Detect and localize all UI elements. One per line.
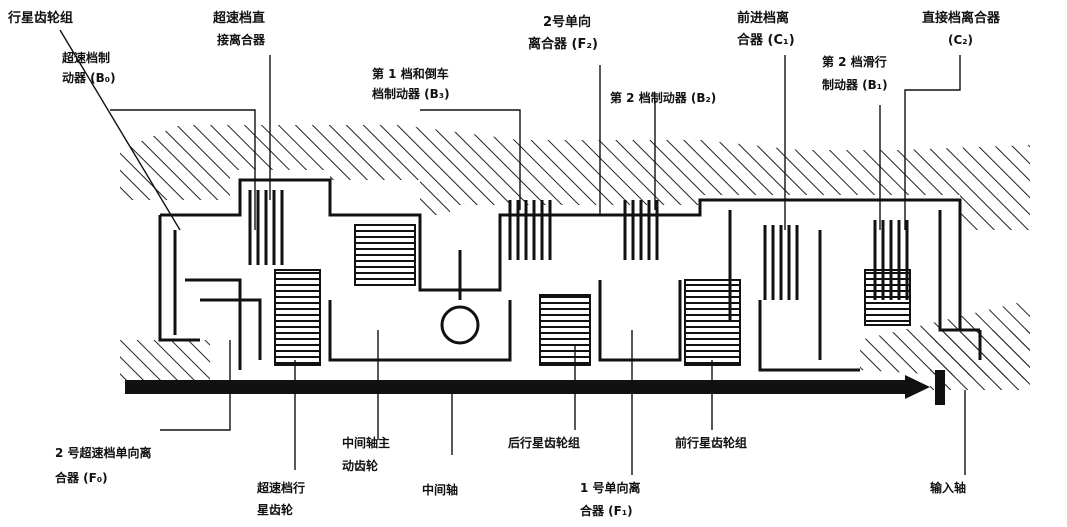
label-od-gear-line1: 超速档行	[257, 481, 306, 495]
label-f2-line1: 2号单向	[543, 15, 592, 30]
label-od-gear-line2: 星齿轮	[257, 503, 294, 517]
shaft-arrow	[905, 375, 930, 399]
label-od-brake-line2: 动器 (B₀)	[62, 71, 116, 85]
label-input-shaft: 输入轴	[930, 481, 967, 495]
label-od-clutch-line2: 接离合器	[217, 33, 266, 47]
label-counter-drive-line1: 中间轴主	[342, 436, 391, 450]
label-b2: 第 2 档制动器 (B₂)	[610, 91, 717, 105]
input-shaft-stub	[935, 370, 945, 405]
inner-structure	[185, 230, 982, 372]
label-f2-line2: 离合器 (F₂)	[528, 37, 598, 52]
housing-bottom-right	[860, 300, 1030, 380]
label-b3-line2: 档制动器 (B₃)	[372, 87, 450, 101]
label-front-planet: 前行星齿轮组	[675, 436, 748, 450]
label-counter-drive-line2: 动齿轮	[342, 459, 379, 473]
label-rear-planet: 后行星齿轮组	[508, 436, 581, 450]
label-c2-line1: 直接档离合器	[922, 11, 1001, 26]
label-counter-shaft: 中间轴	[422, 483, 459, 497]
label-f0-line2: 合器 (F₀)	[55, 471, 108, 485]
b3-brake-pack	[508, 200, 552, 260]
c1-clutch-pack	[763, 225, 799, 300]
label-c2-line2: (C₂)	[948, 33, 974, 47]
casing-outline	[158, 178, 980, 342]
label-b3-line1: 第 1 档和倒车	[372, 67, 449, 81]
main-shaft	[125, 380, 915, 394]
counter-drive-gear-block	[354, 224, 416, 286]
label-b1-line1: 第 2 档滑行	[822, 55, 887, 69]
housing-top	[120, 125, 1030, 230]
bearing	[440, 305, 480, 345]
c2-planetary-gear	[864, 269, 911, 326]
label-f0-line1: 2 号超速档单向离	[55, 446, 152, 460]
front-planetary-gear	[684, 279, 741, 366]
label-c1-line1: 前进档离	[737, 11, 790, 26]
od-clutch-pack	[248, 190, 284, 265]
rear-planetary-gear	[539, 294, 591, 366]
label-f1-line2: 合器 (F₁)	[580, 504, 633, 518]
b2-brake-pack	[623, 200, 659, 260]
label-f1-line1: 1 号单向离	[580, 481, 641, 495]
od-planetary-gear	[274, 269, 321, 366]
label-od-brake-line1: 超速档制	[62, 51, 111, 65]
label-b1-line2: 制动器 (B₁)	[822, 78, 888, 92]
label-c1-line2: 合器 (C₁)	[737, 33, 795, 48]
leader-lines	[59, 29, 966, 475]
label-od-clutch-line1: 超速档直	[213, 11, 266, 26]
label-planetary-group: 行星齿轮组	[8, 11, 74, 26]
